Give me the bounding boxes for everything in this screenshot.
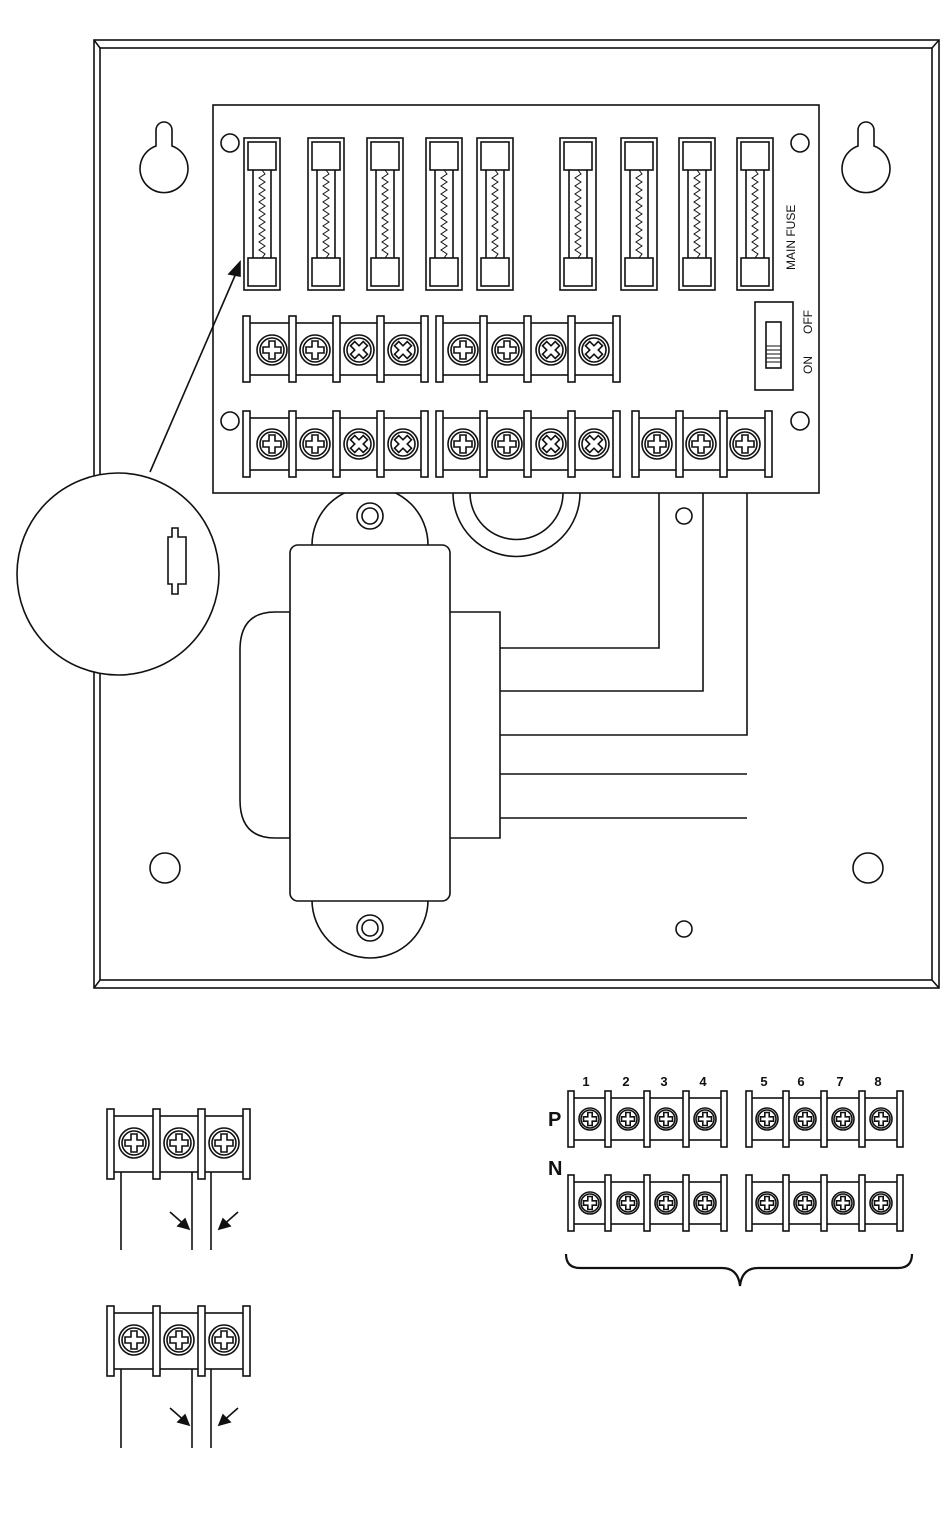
terminal-screw[interactable]	[257, 429, 287, 459]
output-number: 2	[622, 1074, 629, 1089]
positive-terminal-screw	[794, 1108, 816, 1130]
terminal-screw[interactable]	[492, 335, 522, 365]
power-switch[interactable]	[755, 302, 793, 390]
screw-hole	[676, 508, 692, 524]
main-fuse[interactable]	[737, 138, 773, 290]
output-fuse[interactable]	[244, 138, 280, 290]
keyhole-slot-left	[140, 122, 188, 193]
terminal-screw[interactable]	[579, 429, 609, 459]
negative-terminal-screw	[756, 1192, 778, 1214]
output-fuse[interactable]	[426, 138, 462, 290]
output-fuse[interactable]	[367, 138, 403, 290]
positive-row-label: P	[548, 1109, 561, 1131]
output-number: 7	[836, 1074, 843, 1089]
negative-terminal-screw	[870, 1192, 892, 1214]
terminal-screw[interactable]	[388, 429, 418, 459]
positive-terminal-screw	[832, 1108, 854, 1130]
switch-off-label: OFF	[801, 310, 815, 334]
terminal-screw[interactable]	[344, 335, 374, 365]
input-terminal-screw[interactable]	[686, 429, 716, 459]
pn-terminal-detail: 1 2 3 4 5 6 7 8 P N	[548, 1074, 912, 1286]
input-terminal-screw[interactable]	[642, 429, 672, 459]
negative-terminal-screw	[579, 1192, 601, 1214]
output-fuse[interactable]	[679, 138, 715, 290]
output-fuse[interactable]	[621, 138, 657, 290]
terminal-screw[interactable]	[536, 429, 566, 459]
terminal-screw[interactable]	[579, 335, 609, 365]
wiring-detail-1	[107, 1109, 250, 1250]
terminal-screw[interactable]	[536, 335, 566, 365]
terminal-screw[interactable]	[300, 429, 330, 459]
fuse-detail-callout	[17, 262, 240, 675]
transformer-lead-3	[500, 465, 747, 735]
terminal-screw[interactable]	[300, 335, 330, 365]
terminal-screw[interactable]	[344, 429, 374, 459]
terminal-screw	[119, 1128, 149, 1158]
positive-terminal-screw	[655, 1108, 677, 1130]
transformer-nut	[357, 915, 383, 941]
output-fuse[interactable]	[308, 138, 344, 290]
transformer	[240, 465, 747, 958]
output-number: 4	[699, 1074, 707, 1089]
output-number: 3	[660, 1074, 667, 1089]
terminal-screw	[164, 1325, 194, 1355]
terminal-screw	[209, 1325, 239, 1355]
negative-terminal-screw	[694, 1192, 716, 1214]
output-number: 5	[760, 1074, 767, 1089]
terminal-screw[interactable]	[388, 335, 418, 365]
keyhole-slot-right	[842, 122, 890, 193]
wiring-detail-2	[107, 1306, 250, 1448]
positive-terminal-screw	[579, 1108, 601, 1130]
input-terminal-block	[632, 411, 772, 477]
screw-hole	[676, 921, 692, 937]
main-fuse-label: MAIN FUSE	[784, 205, 798, 270]
negative-terminal-screw	[794, 1192, 816, 1214]
positive-terminal-screw	[617, 1108, 639, 1130]
terminal-screw[interactable]	[492, 429, 522, 459]
terminal-screw[interactable]	[448, 429, 478, 459]
negative-terminal-screw	[617, 1192, 639, 1214]
terminal-screw	[164, 1128, 194, 1158]
transformer-lead-2	[500, 465, 703, 691]
output-fuse[interactable]	[477, 138, 513, 290]
outputs-brace	[566, 1254, 912, 1286]
fuse-row	[244, 138, 773, 290]
switch-on-label: ON	[801, 356, 815, 374]
input-terminal-screw[interactable]	[730, 429, 760, 459]
positive-terminal-screw	[870, 1108, 892, 1130]
output-fuse[interactable]	[560, 138, 596, 290]
terminal-screw	[119, 1325, 149, 1355]
output-number: 1	[582, 1074, 589, 1089]
negative-terminal-screw	[832, 1192, 854, 1214]
terminal-screw[interactable]	[257, 335, 287, 365]
negative-terminal-screw	[655, 1192, 677, 1214]
terminal-screw	[209, 1128, 239, 1158]
positive-terminal-screw	[756, 1108, 778, 1130]
terminal-screw[interactable]	[448, 335, 478, 365]
negative-row-label: N	[548, 1158, 562, 1180]
mounting-hole	[853, 853, 883, 883]
mounting-hole	[150, 853, 180, 883]
output-number: 8	[874, 1074, 881, 1089]
positive-terminal-screw	[694, 1108, 716, 1130]
output-number: 6	[797, 1074, 804, 1089]
transformer-nut	[357, 503, 383, 529]
